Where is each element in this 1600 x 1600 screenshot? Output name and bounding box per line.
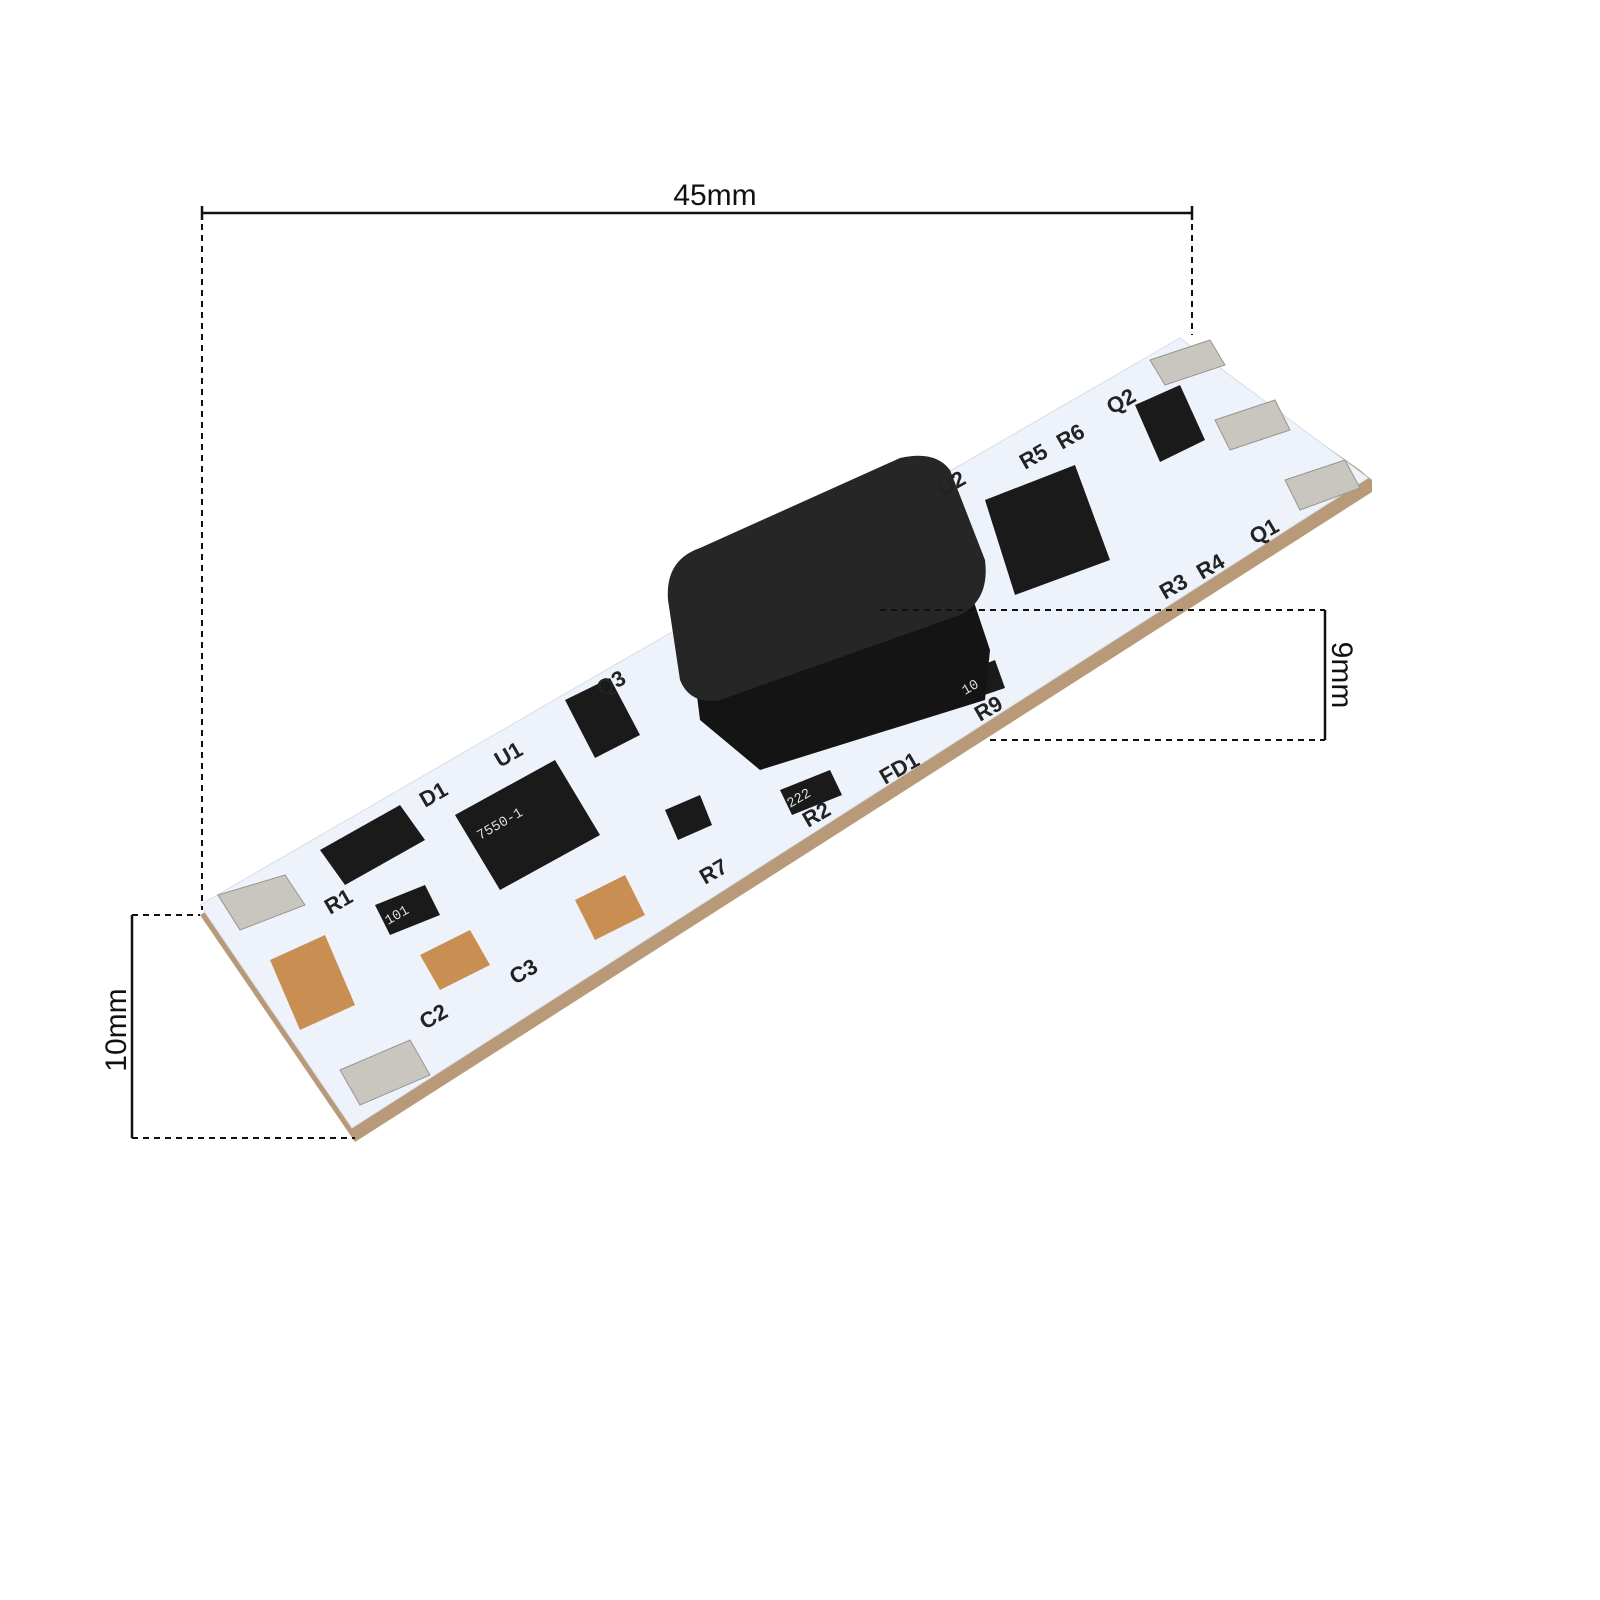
marking-r9: 10	[960, 677, 983, 699]
width-dimension: 10mm	[100, 914, 355, 1139]
length-dimension: 45mm	[200, 179, 1194, 910]
capacitors	[270, 875, 645, 1030]
components	[320, 385, 1205, 935]
sensor-block	[667, 455, 990, 770]
height-dimension: 9mm	[880, 609, 1358, 741]
height-label: 9mm	[1325, 642, 1358, 709]
width-label: 10mm	[100, 988, 133, 1071]
pcb-board	[199, 337, 1372, 1142]
solder-pads	[217, 339, 1361, 1106]
length-label: 45mm	[673, 179, 756, 212]
